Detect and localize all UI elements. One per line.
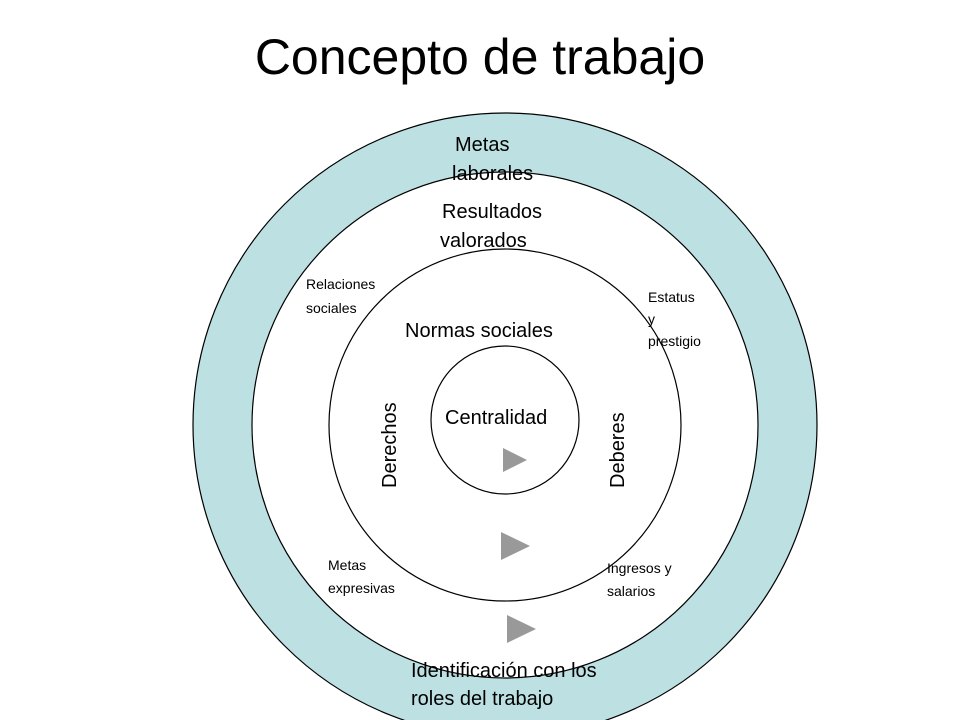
top-right-label: Estatus y prestigio [648, 289, 701, 349]
outer-ring-label-line: Metas [455, 134, 509, 156]
bottom-right-label-line: Ingresos y [607, 560, 672, 576]
bottom-label-line: Identificación con los [411, 660, 597, 682]
center-label: Centralidad [445, 407, 547, 429]
bottom-right-label-line: salarios [607, 583, 655, 599]
bottom-label-line: roles del trabajo [411, 688, 553, 710]
second-ring-label-line: valorados [440, 230, 527, 252]
top-right-label-line: Estatus [648, 289, 695, 305]
second-ring-label: Resultados valorados [440, 201, 548, 252]
outer-ring-label: Metas laborales [452, 134, 533, 185]
center-circle [430, 345, 580, 495]
top-right-label-line: y [648, 311, 655, 327]
right-side-label: Deberes [607, 412, 629, 488]
third-ring-label: Normas sociales [405, 320, 553, 342]
bottom-left-label-line: expresivas [328, 580, 395, 596]
top-left-label-line: Relaciones [306, 276, 375, 292]
outer-ring-label-line: laborales [452, 163, 533, 185]
play-triangle-icon [503, 448, 527, 472]
bottom-right-label: Ingresos y salarios [607, 560, 675, 599]
left-side-label: Derechos [379, 402, 401, 488]
top-right-label-line: prestigio [648, 333, 701, 349]
bottom-left-label: Metas expresivas [328, 557, 395, 596]
play-triangle-icon [501, 532, 530, 560]
second-ring-label-line: Resultados [442, 201, 542, 223]
bottom-label: Identificación con los roles del trabajo [411, 660, 602, 710]
bottom-left-label-line: Metas [328, 557, 366, 573]
top-left-label: Relaciones sociales [306, 276, 379, 316]
page-title: Concepto de trabajo [254, 29, 706, 85]
top-left-label-line: sociales [306, 300, 357, 316]
play-triangle-icon [507, 615, 536, 643]
